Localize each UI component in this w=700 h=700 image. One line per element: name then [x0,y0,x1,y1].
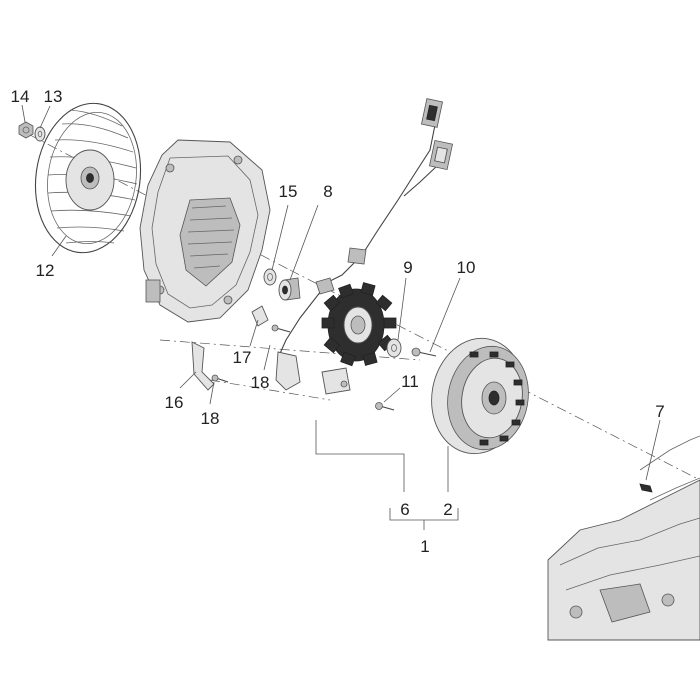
rotor-washer [386,338,402,358]
flywheel-rotor [431,337,529,455]
callout-7: 7 [655,402,664,421]
callout-10: 10 [457,258,476,277]
callout-11: 11 [401,372,419,391]
rotor-screw [411,347,437,357]
pickup-sensor [321,367,351,395]
callout-17: 17 [233,348,252,367]
stator [321,282,397,367]
callout-14: 14 [11,87,30,106]
washer [34,126,46,142]
callout-15: 15 [279,182,298,201]
flange-nut [18,121,34,139]
callout-16: 16 [165,393,184,412]
callout-18-lower: 18 [201,409,220,428]
cable-clip [191,341,215,391]
stator-poles [321,282,397,367]
callout-labels: 14 13 12 15 8 9 10 17 18 16 18 11 7 6 2 … [11,87,665,556]
cover-ribs [187,205,235,269]
bushing [278,277,301,301]
callout-12: 12 [36,261,55,280]
engine-crankcase [547,435,700,641]
oil-seal [263,268,277,286]
clip-screw [211,374,229,383]
leader-lines [21,104,661,530]
sensor-screw [375,402,395,411]
callout-9: 9 [403,258,412,277]
callout-1: 1 [420,537,429,556]
callout-6: 6 [400,500,409,519]
rotor-vents [469,351,525,446]
callout-2: 2 [443,500,452,519]
callout-13: 13 [44,87,63,106]
bracket-screw [271,324,291,333]
wiring-harness [275,98,453,391]
callout-18-upper: 18 [251,373,270,392]
flywheel-cover [139,139,271,323]
callout-8: 8 [323,182,332,201]
cooling-fan [34,102,142,254]
cable-bracket [251,305,269,327]
woodruff-key [639,483,653,493]
